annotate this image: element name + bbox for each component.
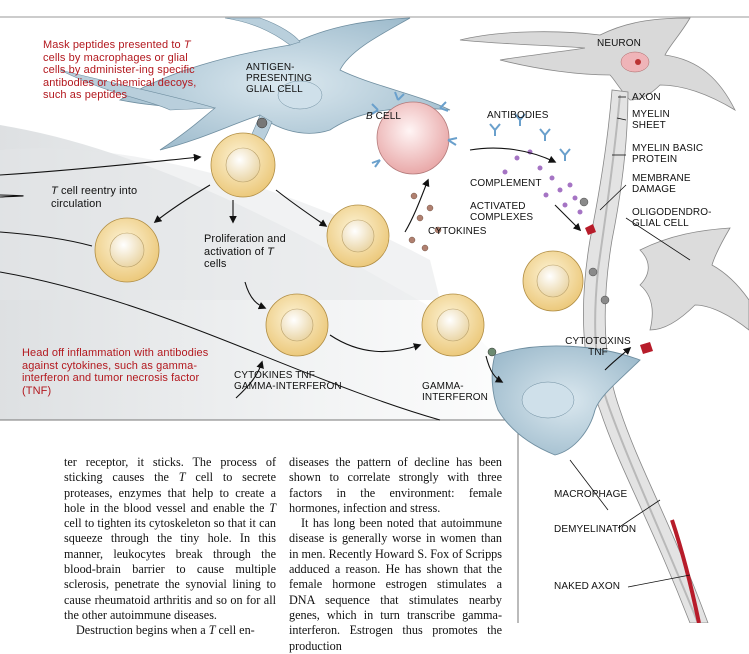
head-off-text: Head off inflammation with antibodies ag…	[22, 347, 209, 397]
label-naked-axon: NAKED AXON	[554, 581, 621, 592]
col1-paragraph-1: ter receptor, it sticks. The process of …	[64, 455, 276, 623]
col1-p1-t2: T	[269, 500, 276, 515]
proliferation-t: T	[267, 245, 274, 258]
t-reentry-rest: cell reentry into circulation	[51, 185, 138, 210]
axon-receptors	[579, 197, 610, 305]
macrophage-nucleus	[521, 381, 575, 419]
mask-callout-text-a: Mask peptides presented to	[43, 39, 184, 51]
head-off-callout: Head off inflammation with antibodies ag…	[22, 347, 222, 397]
label-proliferation: Proliferation and activation of T cells	[204, 233, 286, 271]
b-cell-word: CELL	[372, 111, 402, 122]
col1-p2-b: cell en-	[215, 623, 255, 638]
glial-process-left	[59, 69, 216, 111]
label-antigen-presenting-glial-cell: ANTIGEN- PRESENTING GLIAL CELL	[246, 62, 313, 95]
label-myelin-sheet: MYELIN SHEET	[632, 109, 670, 131]
axon-myelin	[583, 89, 709, 623]
label-demyelination: DEMYELINATION	[554, 524, 637, 535]
col1-p1-b: cell to secrete proteases, enzymes that …	[64, 470, 276, 515]
flow-arrows	[0, 147, 632, 399]
label-antibodies: ANTIBODIES	[487, 110, 549, 121]
b-cell-letter: B	[366, 111, 373, 122]
t-cell-proliferating	[265, 293, 329, 357]
col2-paragraph-2: It has long been noted that autoimmune d…	[289, 516, 502, 653]
mask-peptides-callout: Mask peptides presented to T cells by ma…	[43, 39, 203, 102]
free-antibodies	[489, 113, 571, 161]
glial-nucleus	[277, 80, 323, 110]
t-reentry-letter: T	[51, 185, 58, 197]
label-cytokines-top: CYTOKINES	[428, 226, 487, 237]
label-oligodendroglial-cell: OLIGODENDRO- GLIAL CELL	[632, 207, 712, 229]
label-t-cell-reentry: T cell reentry into circulation	[51, 185, 171, 210]
immune-attack-illustration	[0, 16, 749, 623]
label-myelin-basic-protein: MYELIN BASIC PROTEIN	[632, 143, 704, 165]
col1-p1-a: ter receptor, it sticks. The process of …	[64, 455, 276, 485]
t-cell-reentry	[94, 217, 160, 283]
col1-p2-a: Destruction begins when a	[76, 623, 209, 638]
col1-p2-t: T	[208, 623, 216, 638]
naked-axon-segment	[670, 519, 701, 623]
cytokine-particles	[408, 192, 442, 252]
neuron-nucleolus	[635, 59, 641, 65]
label-activated-complexes: ACTIVATED COMPLEXES	[470, 201, 534, 223]
leader-lines	[569, 96, 691, 588]
label-b-cell: B CELL	[366, 111, 401, 122]
complement-particles	[502, 149, 583, 215]
article-column-2: diseases the pattern of decline has been…	[289, 455, 502, 654]
vessel-outline-lines	[0, 231, 441, 421]
proliferation-text-b: cells	[204, 258, 227, 270]
label-complement: COMPLEMENT	[470, 178, 542, 189]
macrophage-receptor	[487, 347, 497, 357]
b-cell	[371, 91, 458, 175]
col1-p1-t1: T	[178, 470, 186, 485]
t-cell-apc	[210, 117, 276, 198]
col1-p1-c: cell to tighten its cytoskeleton so that…	[64, 516, 276, 622]
proliferation-text-a: Proliferation and activation of	[204, 233, 286, 258]
t-cell-cytokine-source	[326, 204, 390, 268]
t-cell-near-axon	[522, 250, 584, 312]
t-cell-activated	[421, 293, 485, 357]
label-membrane-damage: MEMBRANE DAMAGE	[632, 173, 691, 195]
label-cytokines-bottom: CYTOKINES TNF GAMMA-INTERFERON	[234, 370, 342, 392]
label-macrophage: MACROPHAGE	[554, 489, 628, 500]
article-column-1: ter receptor, it sticks. The process of …	[64, 455, 276, 639]
membrane-damage-mark-1	[585, 224, 596, 235]
label-neuron: NEURON	[597, 38, 641, 49]
membrane-damage-mark-2	[640, 342, 653, 354]
oligodendroglial-cell	[639, 227, 749, 331]
label-cytotoxins-tnf: CYTOTOXINS TNF	[565, 336, 631, 358]
neuron-body	[459, 17, 736, 112]
mask-callout-text-b: cells by macrophages or glial cells by a…	[43, 51, 197, 102]
mask-callout-t: T	[183, 39, 191, 51]
article-panel	[0, 420, 520, 623]
col1-paragraph-2: Destruction begins when a T cell en-	[64, 623, 276, 638]
col2-paragraph-1: diseases the pattern of decline has been…	[289, 455, 502, 515]
label-gamma-interferon: GAMMA- INTERFERON	[422, 381, 488, 403]
label-axon: AXON	[632, 92, 661, 103]
glial-process-top	[224, 17, 301, 46]
